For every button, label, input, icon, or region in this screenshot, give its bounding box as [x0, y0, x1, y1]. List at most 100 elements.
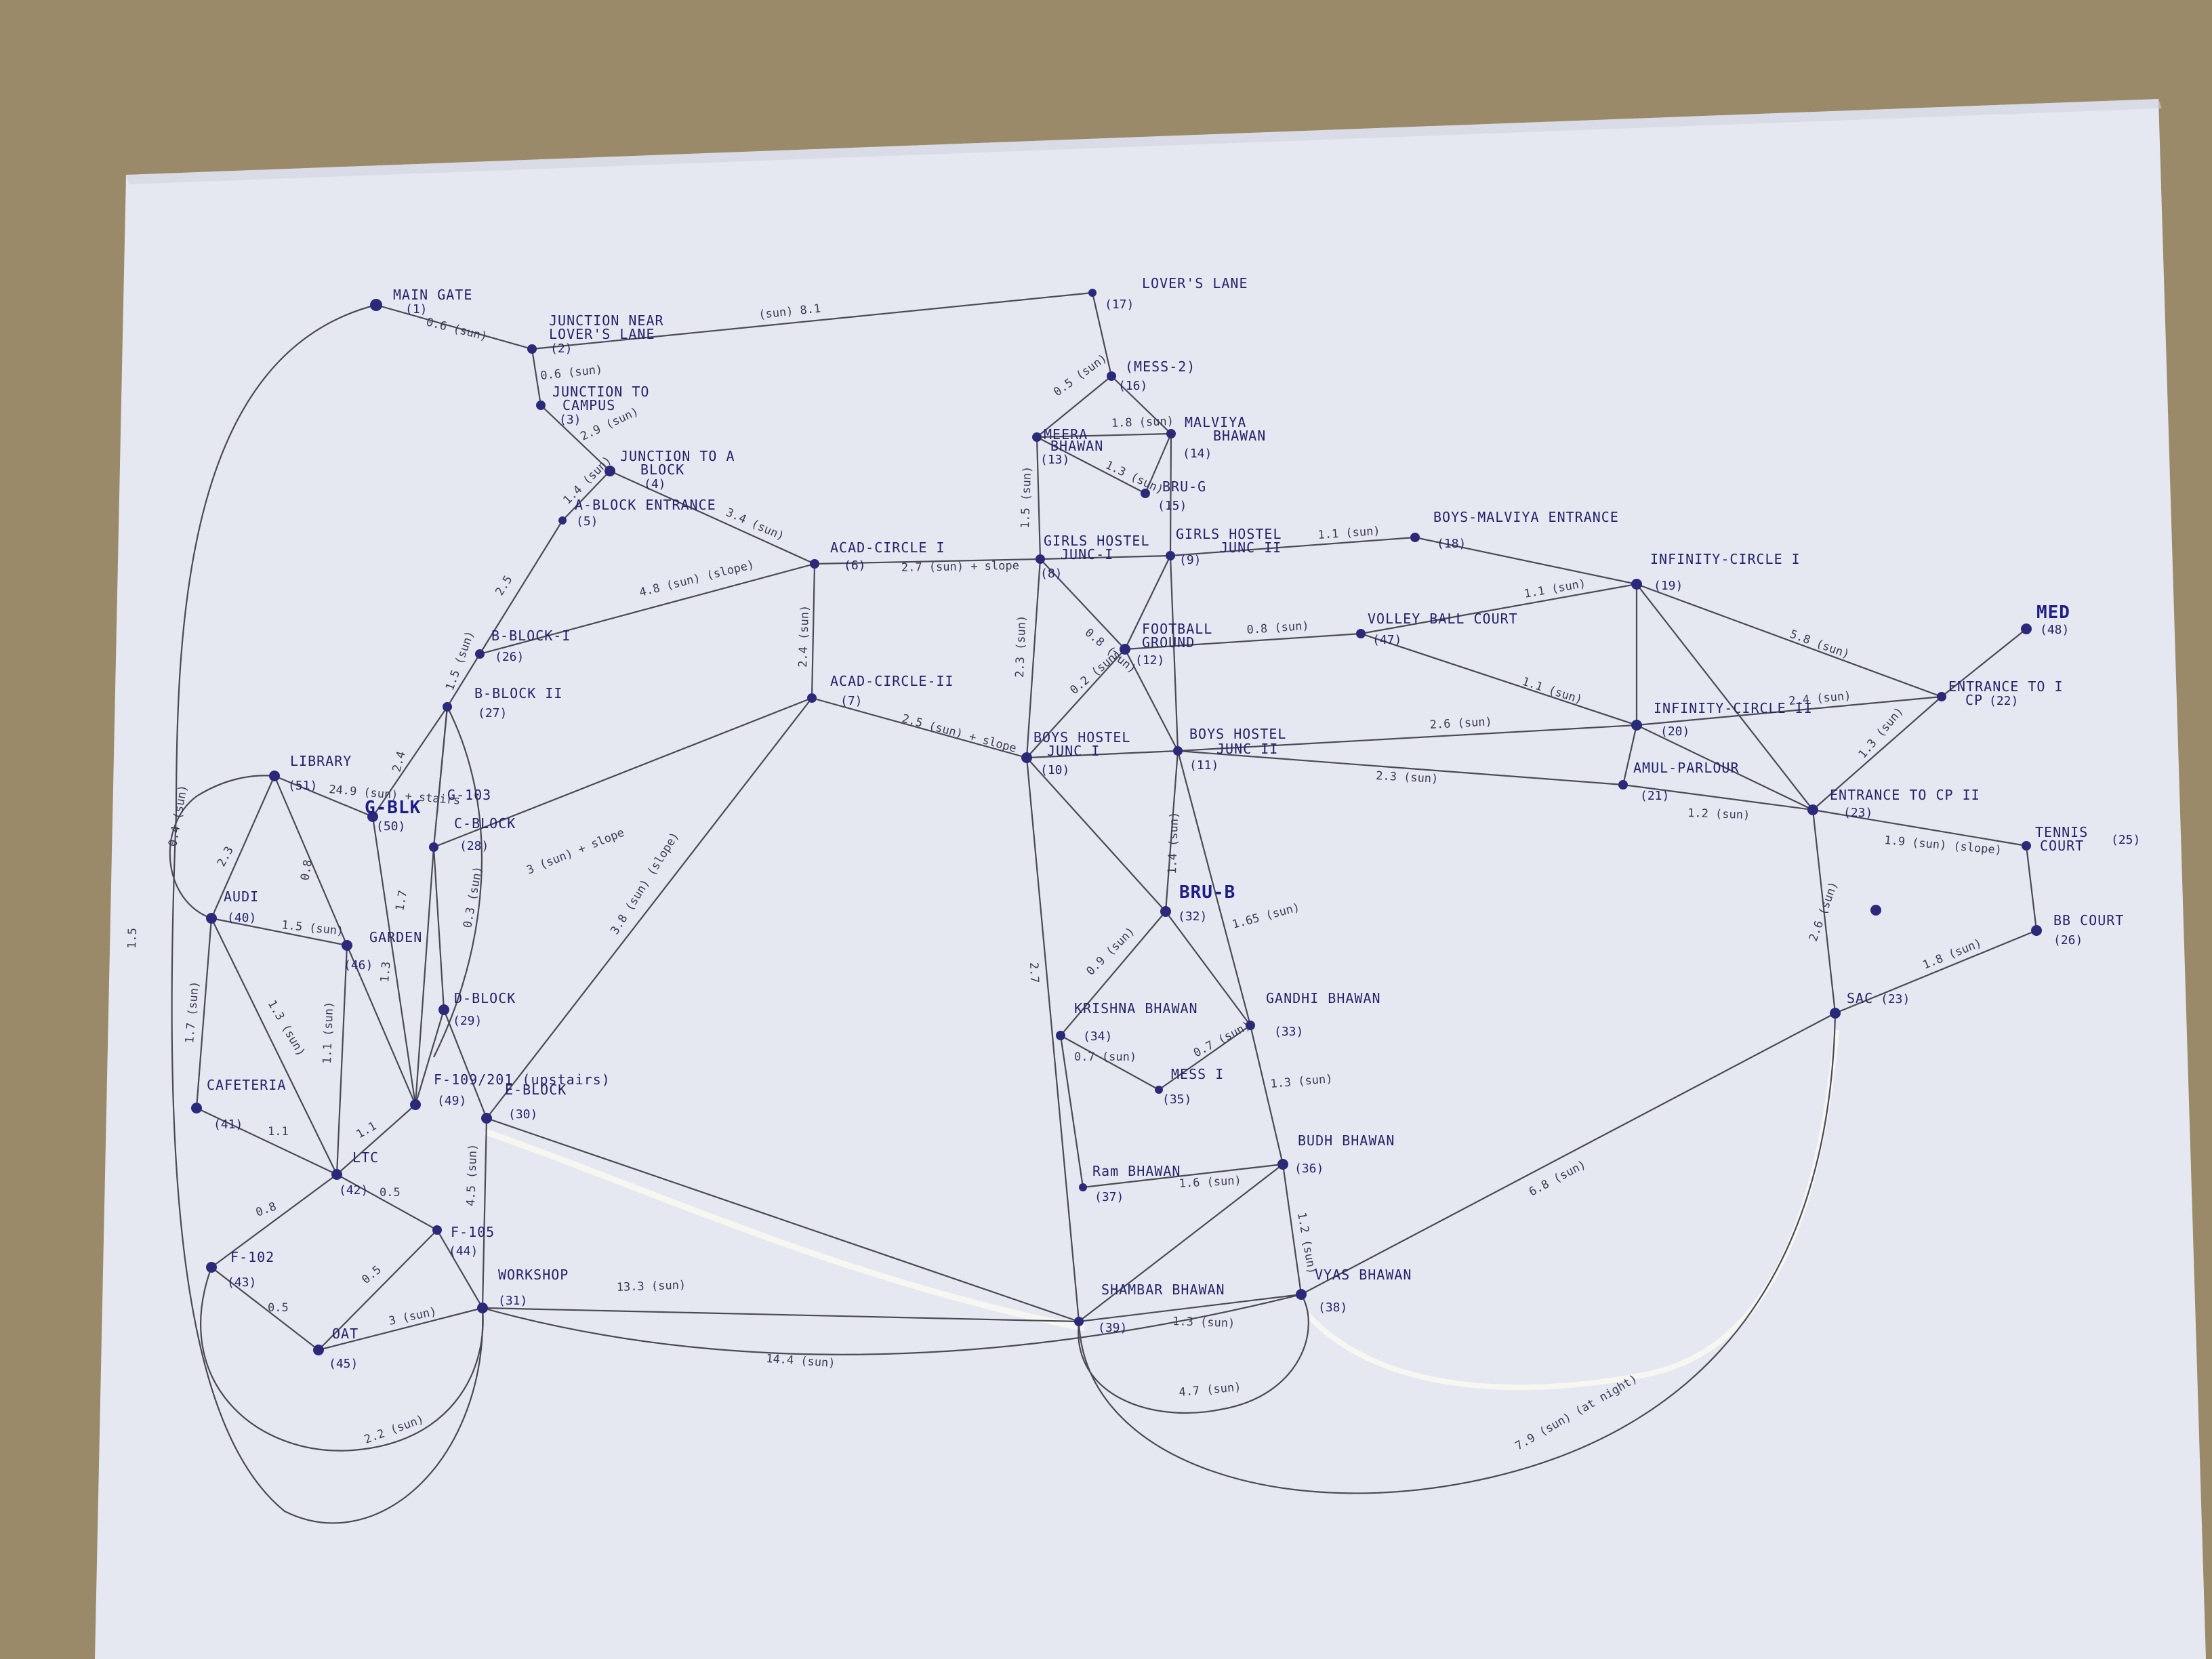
node-g-103[interactable]: G-103 — [447, 787, 491, 803]
edge-label: 1.8 (sun) — [1111, 415, 1174, 430]
edge-20-21 — [1622, 724, 1638, 785]
node-number: (2) — [550, 342, 573, 356]
edge-6-8 — [814, 558, 1041, 565]
node-number: (41) — [213, 1118, 243, 1132]
node-f-105[interactable]: F-105(44) — [432, 1224, 495, 1258]
edge-12-47 — [1124, 632, 1361, 651]
edge-17-16 — [1091, 292, 1113, 377]
edge-label: 2.7 (sun) + slope — [901, 559, 1019, 575]
node-ltc[interactable]: LTC(42) — [331, 1149, 379, 1197]
node-workshop[interactable]: WORKSHOP(31) — [477, 1267, 569, 1313]
edge-14-9 — [1169, 433, 1172, 556]
node-number: (30) — [508, 1107, 537, 1122]
node-acad-circle-2[interactable]: ACAD-CIRCLE-II(7) — [807, 673, 954, 708]
edge-47-20 — [1360, 632, 1637, 726]
node-a-block-entrance[interactable]: A-BLOCK ENTRANCE(5) — [558, 497, 716, 529]
node-label: LIBRARY — [290, 753, 352, 769]
edge-42-46 — [335, 945, 348, 1175]
node-number: (27) — [478, 706, 507, 720]
edge-label: 2.4 (sun) — [796, 605, 812, 668]
node-acad-circle-1[interactable]: ACAD-CIRCLE I(6) — [810, 539, 945, 573]
node-f-102[interactable]: F-102(43) — [206, 1249, 274, 1290]
node-sac[interactable]: SAC(23) — [1830, 990, 1910, 1019]
node-ram-bhawan[interactable]: Ram BHAWAN(37) — [1079, 1163, 1181, 1204]
node-amul-parlour[interactable]: AMUL-PARLOUR(21) — [1618, 760, 1740, 803]
edge-28-49 — [414, 846, 435, 1105]
node-entrance-cp-2[interactable]: ENTRANCE TO CP II(23) — [1807, 787, 1980, 820]
node-med[interactable]: MED(48) — [2021, 602, 2070, 637]
edge-16-14 — [1111, 375, 1172, 434]
node-c-block[interactable]: C-BLOCK(28) — [429, 815, 516, 853]
node-f-109-201[interactable]: F-109/201 (upstairs)(49) — [410, 1071, 611, 1110]
node-number: (48) — [2040, 623, 2069, 637]
edge-2-3 — [531, 348, 542, 406]
node-krishna-bhawan[interactable]: KRISHNA BHAWAN(34) — [1056, 1000, 1198, 1044]
edge-20-22 — [1636, 695, 1942, 726]
node-label: BOYS HOSTEL — [1189, 726, 1286, 742]
node-shambar-bhawan[interactable]: SHAMBAR BHAWAN(39) — [1074, 1282, 1225, 1335]
edge-40-46 — [211, 917, 348, 947]
edge-8-9 — [1040, 554, 1171, 560]
edge-label: 1.5 (sun) — [1019, 466, 1034, 529]
node-garden[interactable]: GARDEN(46) — [342, 929, 422, 972]
node-volleyball-court[interactable]: VOLLEY BALL COURT(47) — [1356, 611, 1518, 647]
node-budh-bhawan[interactable]: BUDH BHAWAN(36) — [1277, 1132, 1395, 1176]
edge-32-34 — [1060, 911, 1166, 1036]
node-g-blk[interactable]: G-BLK(50) — [365, 798, 421, 834]
node-number: (35) — [1162, 1092, 1191, 1107]
edge-31-38 — [482, 1293, 1302, 1355]
node-e-block[interactable]: E-BLOCK(30) — [481, 1082, 567, 1124]
node-number: (19) — [1654, 579, 1683, 593]
node-number: (8) — [1040, 567, 1063, 581]
node-number: (1) — [405, 302, 428, 316]
edge-30-39-slope — [486, 1117, 1080, 1323]
node-number: (3) — [559, 413, 581, 427]
node-number: (45) — [329, 1357, 358, 1371]
node-audi[interactable]: AUDI(40) — [206, 888, 259, 925]
edge-34-35 — [1060, 1035, 1160, 1090]
node-number: (51) — [288, 779, 317, 793]
node-cafeteria[interactable]: CAFETERIA(41) — [191, 1077, 286, 1132]
node-bru-b[interactable]: BRU-B(32) — [1160, 882, 1235, 924]
node-number: (26) — [2053, 933, 2083, 947]
node-number: (31) — [498, 1294, 527, 1308]
node-vyas-bhawan[interactable]: VYAS BHAWAN(38) — [1296, 1267, 1412, 1315]
edge-9-18 — [1170, 536, 1416, 557]
node-lovers-lane[interactable]: LOVER'S LANE(17) — [1088, 275, 1248, 312]
edge-1-31-outer — [171, 304, 484, 1524]
node-b-block-1[interactable]: B-BLOCK-I(26) — [475, 628, 571, 664]
node-bru-g[interactable]: BRU-G(15) — [1141, 478, 1206, 513]
node-boys-malviya-entrance[interactable]: BOYS-MALVIYA ENTRANCE(18) — [1410, 509, 1619, 551]
node-number: (32) — [1178, 909, 1207, 924]
node-entrance-cp-1[interactable]: ENTRANCE TO ICP(22) — [1937, 678, 2064, 708]
node-label: BB COURT — [2053, 912, 2124, 928]
node-main-gate[interactable]: MAIN GATE(1) — [370, 287, 472, 316]
edge-label: 0.5 — [380, 1186, 401, 1200]
node-bb-court[interactable]: BB COURT (26) — [2031, 912, 2124, 947]
node-d-block[interactable]: D-BLOCK(29) — [438, 990, 516, 1028]
node-number: (25) — [2111, 833, 2140, 847]
node-infinity-circle-2[interactable]: INFINITY-CIRCLE II(20) — [1631, 700, 1813, 739]
node-b-block-2[interactable]: B-BLOCK II(27) — [443, 685, 562, 720]
node-oat[interactable]: OAT(45) — [313, 1326, 359, 1371]
node-library[interactable]: LIBRARY (51) — [269, 753, 352, 793]
edge-10-11 — [1026, 750, 1179, 759]
node-infinity-circle-1[interactable]: INFINITY-CIRCLE I(19) — [1631, 551, 1801, 593]
node-label: C-BLOCK — [454, 815, 516, 832]
node-mess-1[interactable]: MESS I(35) — [1155, 1066, 1224, 1107]
node-gandhi-bhawan[interactable]: GANDHI BHAWAN(33) — [1246, 990, 1381, 1039]
node-label: BUDH BHAWAN — [1298, 1132, 1395, 1149]
node-number: (42) — [339, 1183, 368, 1197]
node-mess-2[interactable]: (MESS-2)(16) — [1107, 359, 1195, 393]
